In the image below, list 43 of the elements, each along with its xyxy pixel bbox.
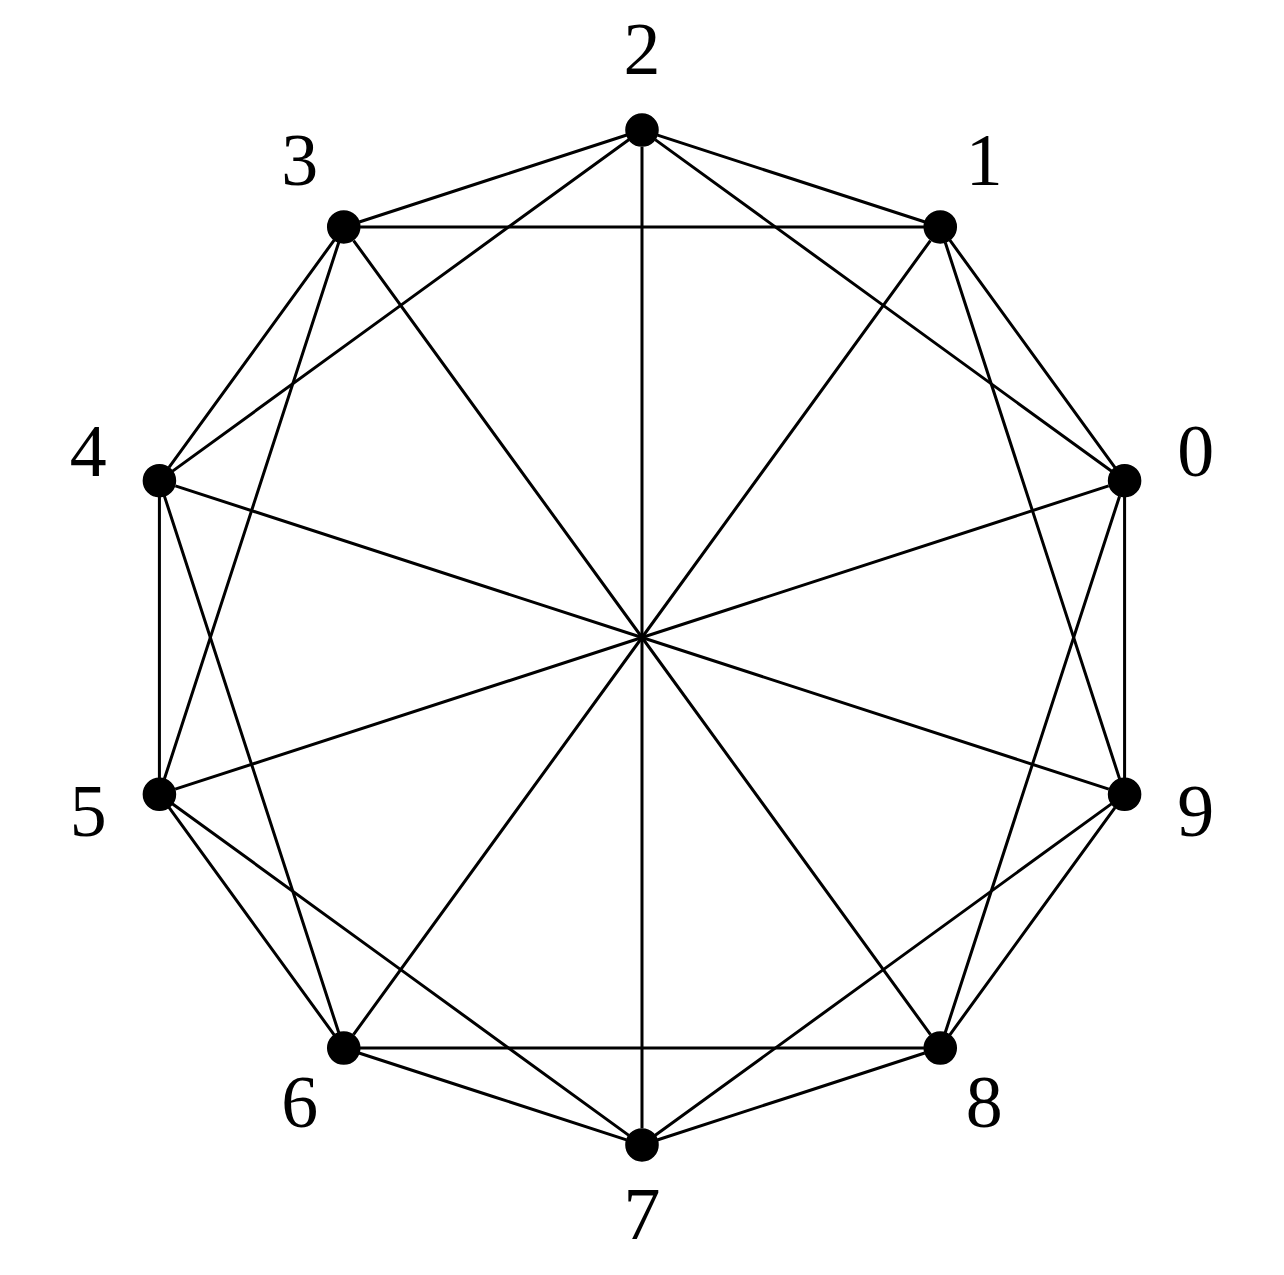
connector xyxy=(1123,497,1127,779)
node-label: 6 xyxy=(281,1061,319,1144)
node-circle xyxy=(625,113,659,147)
node-circle xyxy=(625,1128,659,1162)
connector xyxy=(654,138,1113,473)
node-circle xyxy=(1107,463,1142,498)
connector xyxy=(360,225,925,229)
node-label: 0 xyxy=(1177,410,1215,493)
connector xyxy=(948,239,1117,469)
connector xyxy=(358,1051,627,1142)
connector xyxy=(167,239,336,469)
connector xyxy=(654,802,1113,1137)
connector xyxy=(174,484,1110,791)
node-circle xyxy=(1107,777,1142,812)
node-label: 2 xyxy=(623,7,661,90)
node-label: 7 xyxy=(623,1172,661,1255)
node-circle xyxy=(326,210,361,244)
connector xyxy=(656,1051,926,1142)
connector xyxy=(657,133,926,224)
connector xyxy=(171,802,630,1137)
connector xyxy=(352,239,932,1036)
node-circle xyxy=(142,463,177,498)
node-label: 9 xyxy=(1177,770,1215,853)
connector xyxy=(162,495,341,1033)
node-circle xyxy=(326,1031,361,1065)
connector xyxy=(943,242,1122,780)
node-label: 4 xyxy=(69,410,107,493)
connector xyxy=(157,496,161,778)
connector xyxy=(171,138,630,473)
connector xyxy=(948,806,1117,1036)
node-label: 3 xyxy=(281,119,319,202)
node-label: 8 xyxy=(965,1061,1003,1144)
connector xyxy=(163,241,341,780)
connector xyxy=(167,806,336,1036)
node-label: 5 xyxy=(69,770,107,853)
connector xyxy=(359,1046,924,1050)
connector xyxy=(640,146,644,1129)
node-circle xyxy=(923,210,958,244)
node-label: 1 xyxy=(965,119,1003,202)
connector xyxy=(358,133,628,224)
node-circle xyxy=(142,777,177,812)
node-circle xyxy=(923,1031,958,1065)
connector xyxy=(943,495,1121,1034)
